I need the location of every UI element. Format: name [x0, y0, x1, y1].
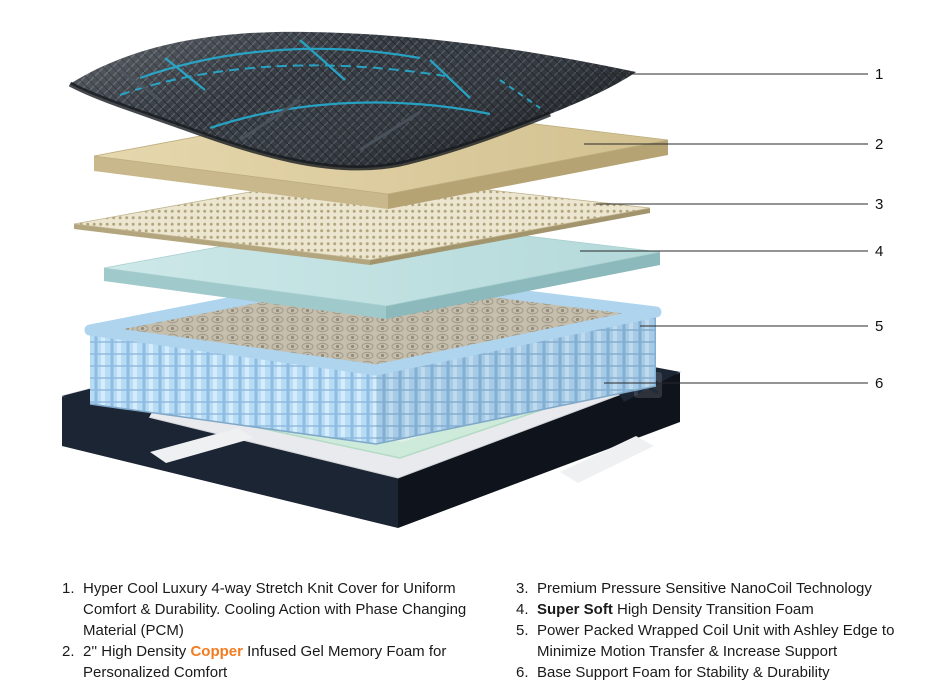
legend-number-1: 1. — [62, 580, 75, 597]
callout-number-1: 1 — [875, 66, 883, 83]
legend-item-5: 5. Power Packed Wrapped Coil Unit with A… — [516, 620, 908, 662]
legend: 1. Hyper Cool Luxury 4-way Stretch Knit … — [0, 578, 934, 683]
mesh-left-face — [74, 224, 370, 265]
legend-item-3: 3. Premium Pressure Sensitive NanoCoil T… — [516, 578, 908, 599]
legend-number-3: 3. — [516, 580, 529, 597]
legend-text-2-post: Infused Gel Memory Foam for Personalized… — [83, 643, 447, 681]
foam4-left-face — [104, 268, 386, 319]
callout-number-2: 2 — [875, 136, 883, 153]
callout-number-5: 5 — [875, 318, 883, 335]
legend-item-4: 4. Super Soft High Density Transition Fo… — [516, 599, 908, 620]
coil-left-face — [90, 330, 376, 444]
legend-text-1: Hyper Cool Luxury 4-way Stretch Knit Cov… — [83, 580, 467, 639]
mesh-right-face — [370, 208, 650, 265]
legend-text-2: 2'' High Density Copper Infused Gel Memo… — [83, 641, 490, 683]
copper-highlight: Copper — [190, 643, 243, 660]
callout-number-3: 3 — [875, 196, 883, 213]
layer-3-nanocoil-mesh — [73, 173, 651, 265]
legend-text-4-rest: High Density Transition Foam — [612, 601, 814, 618]
legend-item-6: 6. Base Support Foam for Stability & Dur… — [516, 662, 908, 683]
base-right-side — [398, 372, 680, 528]
base-left-stripe — [150, 428, 254, 463]
legend-number-4: 4. — [516, 601, 529, 618]
coil-right-face — [376, 312, 656, 444]
base-right-stripe — [560, 436, 654, 483]
legend-text-2-pre: 2'' High Density — [83, 643, 191, 660]
foam4-right-face — [386, 252, 660, 319]
base-left-side — [62, 396, 398, 528]
legend-text-6: Base Support Foam for Stability & Durabi… — [537, 664, 830, 681]
mattress-exploded-diagram: 1 2 3 4 5 6 — [61, 31, 883, 528]
callout-number-4: 4 — [875, 243, 883, 260]
legend-number-2: 2. — [62, 643, 75, 660]
layer-1-knit-cover — [68, 31, 636, 171]
legend-text-4: Super Soft High Density Transition Foam — [537, 599, 908, 620]
cover-gray-streaks — [119, 68, 421, 152]
legend-item-2: 2. 2'' High Density Copper Infused Gel M… — [62, 641, 490, 683]
super-soft-highlight: Super Soft — [537, 601, 613, 618]
mattress-diagram-svg: 1 2 3 4 5 6 — [61, 31, 883, 528]
legend-text-5: Power Packed Wrapped Coil Unit with Ashl… — [537, 622, 895, 660]
cover-rolled-edge — [68, 81, 551, 171]
callout-numbers: 1 2 3 4 5 6 — [875, 66, 883, 392]
callout-number-6: 6 — [875, 375, 883, 392]
foam2-right-face — [388, 140, 668, 209]
coil-right-shade — [376, 312, 656, 444]
legend-number-5: 5. — [516, 622, 529, 639]
foam2-left-face — [94, 156, 388, 209]
layer-5-wrapped-coil-unit — [84, 270, 662, 445]
legend-column-left: 1. Hyper Cool Luxury 4-way Stretch Knit … — [62, 578, 490, 683]
cover-teal-accent-lines — [119, 39, 541, 130]
callout-lines — [580, 73, 868, 384]
coil-bottom-edge — [89, 385, 657, 445]
legend-column-right: 3. Premium Pressure Sensitive NanoCoil T… — [516, 578, 908, 683]
legend-item-1: 1. Hyper Cool Luxury 4-way Stretch Knit … — [62, 578, 490, 641]
legend-number-6: 6. — [516, 664, 529, 681]
legend-text-3: Premium Pressure Sensitive NanoCoil Tech… — [537, 580, 872, 597]
